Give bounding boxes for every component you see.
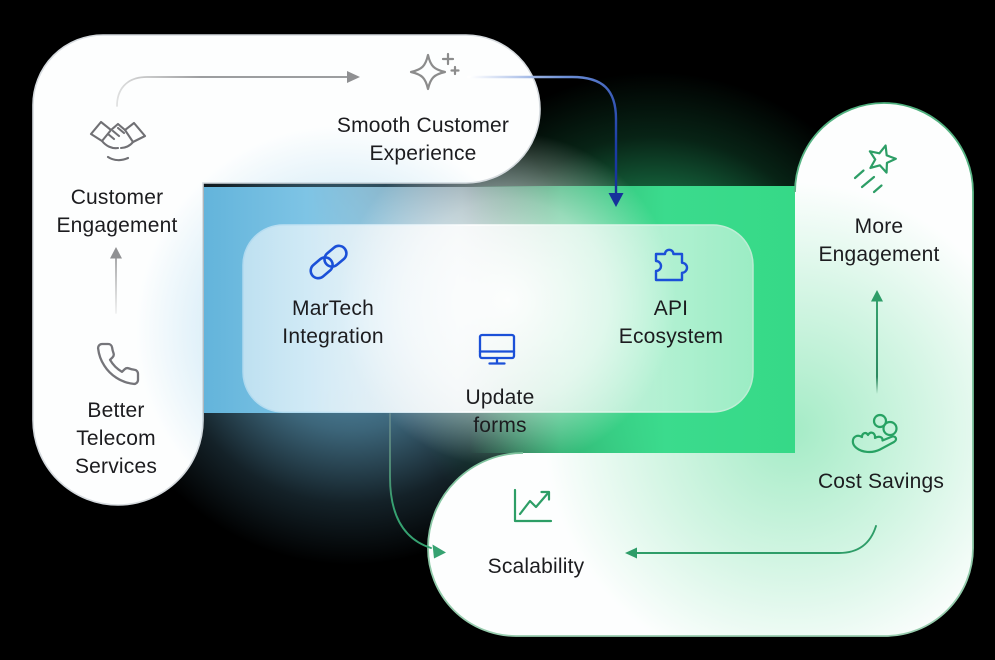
arrow-smooth-experience-to-integration-box bbox=[466, 75, 624, 207]
handshake-icon bbox=[89, 120, 147, 162]
arrow-customer-engagement-to-smooth-experience bbox=[116, 71, 360, 107]
hand-coins-icon bbox=[851, 413, 898, 454]
arrow-integration-box-to-scalability bbox=[389, 413, 446, 559]
right-blob bbox=[427, 102, 974, 637]
label-scalability: Scalability bbox=[487, 555, 585, 578]
shooting-star-icon bbox=[853, 144, 897, 194]
phone-icon bbox=[96, 342, 140, 386]
center-panel bbox=[242, 224, 754, 413]
line-chart-icon bbox=[513, 488, 553, 523]
label-customer-engagement: Customer Engagement bbox=[56, 186, 178, 237]
monitor-icon bbox=[478, 333, 516, 365]
label-better-telecom-services: Better Telecom Services bbox=[74, 399, 158, 478]
label-update-forms: Update forms bbox=[465, 386, 535, 437]
label-api-ecosystem: API Ecosystem bbox=[618, 297, 724, 348]
link-icon bbox=[309, 244, 348, 280]
arrow-cost-savings-to-more-engagement bbox=[871, 290, 883, 394]
arrows-layer bbox=[110, 71, 883, 559]
arrow-cost-savings-to-scalability bbox=[625, 525, 877, 559]
icons-layer bbox=[89, 52, 898, 523]
label-smooth-customer-experience: Smooth Customer Experience bbox=[336, 114, 510, 165]
sparkle-icon bbox=[409, 52, 460, 91]
label-more-engagement: More Engagement bbox=[818, 215, 940, 266]
arrow-better-telecom-to-customer-engagement bbox=[110, 247, 122, 314]
label-martech-integration: MarTech Integration bbox=[282, 297, 384, 348]
puzzle-icon bbox=[654, 248, 689, 282]
left-blob bbox=[32, 34, 541, 506]
label-cost-savings: Cost Savings bbox=[817, 470, 945, 493]
